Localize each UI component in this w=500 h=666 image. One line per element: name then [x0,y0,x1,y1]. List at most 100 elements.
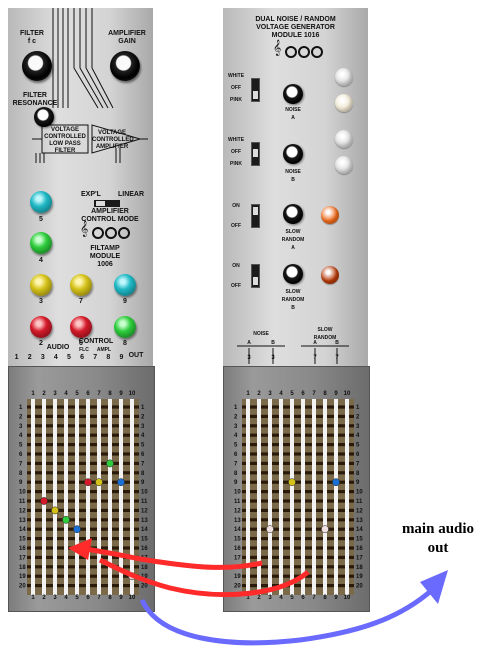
matrix-row-number: 10 [356,490,363,496]
knob-number: 3 [39,298,43,305]
noise-a-lamp-2 [335,94,353,112]
patch-pin[interactable] [62,515,70,524]
amplifier-gain-label: AMPLIFIER GAIN [108,30,146,45]
matrix-row-number: 17 [356,555,363,561]
slow-random-a-knob[interactable] [283,204,303,224]
matrix-row-number: 13 [141,518,148,524]
matrix-row-number: 17 [19,555,26,561]
matrix-row-number: 19 [356,574,363,580]
matrix-row-bar [27,452,139,456]
control-knob-5[interactable] [30,191,52,213]
matrix-row-bar [242,565,354,569]
matrix-row-bar [27,508,139,512]
knob-number: 8 [123,340,127,347]
blue-arrowhead [420,570,448,604]
matrix-row-bar [27,471,139,475]
patch-pin[interactable] [106,459,114,468]
control-knob-9[interactable] [114,274,136,296]
output-number: 4 [53,354,58,361]
matrix-row-number: 4 [356,433,360,439]
switch-toggle [253,207,258,215]
filtamp-signal-lines [32,8,148,163]
noise-b-knob[interactable] [283,144,303,164]
noise-a-lamp [335,68,353,86]
patch-pin[interactable] [288,478,296,487]
matrix-row-number: 19 [141,574,148,580]
matrix-row-number: 1 [141,405,145,411]
matrix-row-number: 7 [141,461,145,467]
matrix-column-number: 8 [108,391,112,397]
patch-pin[interactable] [95,478,103,487]
matrix-row-number: 14 [234,527,241,533]
matrix-row-number: 9 [234,480,238,486]
noise-b-type-switch[interactable] [251,142,260,166]
matrix-column-bar [279,399,283,595]
control-label: CONTROL [78,338,114,345]
matrix-row-bar [27,405,139,409]
matrix-row-bar [27,424,139,428]
patch-pin[interactable] [73,525,81,534]
control-knob-4[interactable] [30,232,52,254]
amplifier-gain-knob[interactable] [110,51,140,81]
matrix-column-number: 7 [312,391,316,397]
linear-label: LINEAR [117,191,145,198]
matrix-row-bar [242,443,354,447]
output-number: 3 [40,354,45,361]
switch-toggle [253,149,258,157]
matrix-row-bar [242,433,354,437]
matrix-row-number: 19 [19,574,26,580]
control-knob-2[interactable] [30,316,52,338]
matrix-row-bar [242,480,354,484]
noise-a-knob[interactable] [283,84,303,104]
matrix-column-number: 2 [257,391,261,397]
noise-module-panel: DUAL NOISE / RANDOM VOLTAGE GENERATOR MO… [223,8,368,366]
slow-random-a-switch[interactable] [251,204,260,228]
matrix-row-number: 11 [356,499,363,505]
matrix-row-number: 12 [234,508,241,514]
matrix-column-number: 10 [344,391,351,397]
slow-random-b-label: SLOW RANDOM B [281,289,305,311]
patch-pin[interactable] [51,506,59,515]
matrix-column-number: 7 [97,391,101,397]
matrix-row-number: 3 [234,424,238,430]
output-number: 5 [67,354,71,361]
matrix-row-number: 11 [234,499,241,505]
control-knob-6[interactable] [70,316,92,338]
output-number: 7 [93,354,98,361]
control-knob-7[interactable] [70,274,92,296]
patch-pin[interactable] [266,525,274,534]
noise-group-label: NOISE [253,331,269,337]
matrix-column-number: 2 [42,391,46,397]
control-knob-8[interactable] [114,316,136,338]
patch-pin[interactable] [332,478,340,487]
off-label: OFF [231,283,241,289]
matrix-column-bar [130,399,134,595]
control-knob-3[interactable] [30,274,52,296]
filter-resonance-knob[interactable] [34,107,54,127]
matrix-row-bar [242,414,354,418]
patch-pin[interactable] [84,478,92,487]
white-label: WHITE [227,73,245,79]
matrix-column-bar [290,399,294,595]
matrix-column-number: 1 [246,391,250,397]
patch-pin[interactable] [117,478,125,487]
noise-a-output-label: A [247,340,251,346]
patch-pin[interactable] [40,497,48,505]
matrix-row-number: 9 [19,480,23,486]
filter-fc-knob[interactable] [22,51,52,81]
noise-a-type-switch[interactable] [251,78,260,102]
white-label: WHITE [227,137,245,143]
slow-random-b-switch[interactable] [251,264,260,288]
amp-mode-switch[interactable] [94,200,120,207]
matrix-column-bar [64,399,68,595]
matrix-row-number: 1 [356,405,360,411]
filtamp-output-numbers: 1 2 3 4 5 6 7 8 9 [10,354,128,362]
matrix-column-bar [268,399,272,595]
slow-random-b-knob[interactable] [283,264,303,284]
matrix-row-number: 19 [234,574,241,580]
switch-toggle [253,277,258,285]
patch-pin[interactable] [321,525,329,534]
matrix-row-bar [27,584,139,588]
matrix-row-bar [242,584,354,588]
matrix-row-number: 12 [19,508,26,514]
